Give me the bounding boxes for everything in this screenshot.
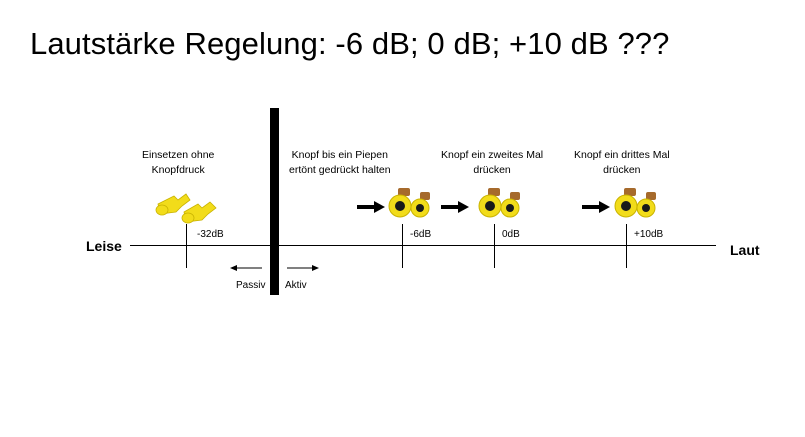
tick-label-minus-6db: -6dB <box>410 229 432 240</box>
tick-label-0db: 0dB <box>502 229 520 240</box>
tick-minus-6db <box>402 224 403 268</box>
passive-earplugs-icon <box>155 193 217 224</box>
arrow-right-icon <box>357 201 385 213</box>
scale-right-label: Laut <box>730 242 760 258</box>
tick-label-plus-10db: +10dB <box>634 229 664 240</box>
arrow-left-icon <box>230 265 262 271</box>
active-label: Aktiv <box>285 280 307 291</box>
tick-plus-10db <box>626 224 627 268</box>
scale-left-label: Leise <box>86 238 122 254</box>
scale-axis-line <box>130 245 716 246</box>
active-earplugs-icon <box>614 188 656 218</box>
slide-title: Lautstärke Regelung: -6 dB; 0 dB; +10 dB… <box>30 26 670 61</box>
passive-label: Passiv <box>236 280 266 291</box>
passive-active-divider <box>270 108 279 295</box>
tick-label-minus-32db: -32dB <box>197 229 224 240</box>
tick-minus-32db <box>186 224 187 268</box>
tick-0db <box>494 224 495 268</box>
arrow-right-icon <box>287 265 319 271</box>
arrow-right-icon <box>582 201 610 213</box>
active-earplugs-icon <box>388 188 430 218</box>
arrow-right-icon <box>441 201 469 213</box>
active-earplugs-icon <box>478 188 520 218</box>
